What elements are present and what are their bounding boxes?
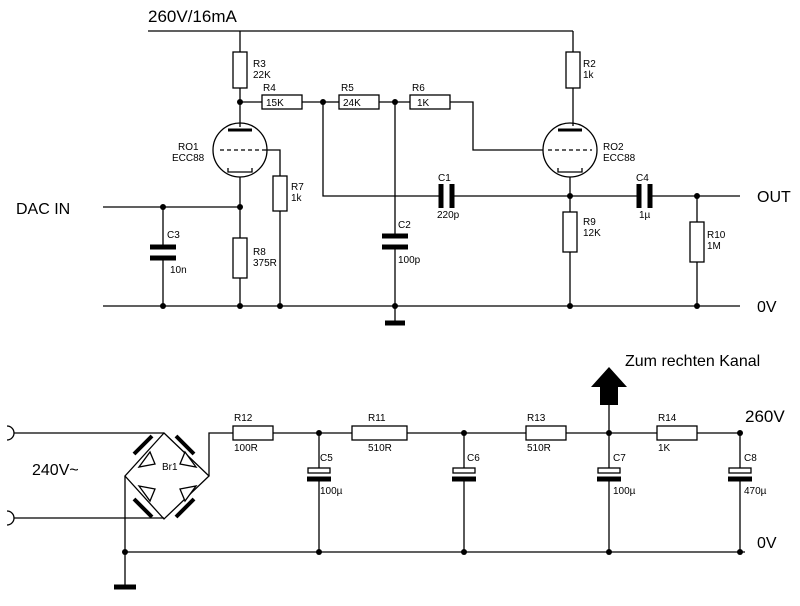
zero-volt-top-label: 0V [757,299,777,316]
r11-value: 510R [368,443,392,454]
r12-resistor: R12 100R [232,413,352,454]
r13-ref: R13 [527,413,546,424]
r5-value: 24K [343,98,361,109]
c4-ref: C4 [636,173,649,184]
c2-capacitor: C2 100p [382,102,421,326]
c1-capacitor: C1 220p [437,173,572,221]
c5-value: 100µ [320,486,343,497]
c8-value: 470µ [744,486,767,497]
r4-resistor: R4 15K [240,83,323,110]
junction-dot [567,303,573,309]
c1-ref: C1 [438,173,451,184]
r3-ref: R3 [253,59,266,70]
right-channel-arrow: Zum rechten Kanal [591,353,760,433]
c3-ref: C3 [167,230,180,241]
r8-value: 375R [253,258,277,269]
c8-capacitor: C8 470µ [728,433,767,552]
r7-ref: R7 [291,182,304,193]
c1-value: 220p [437,210,460,221]
junction-dot [316,549,322,555]
c6-capacitor: C6 [452,433,480,552]
ro1-tube: RO1 ECC88 [172,122,281,207]
c2-ref: C2 [398,220,411,231]
right-channel-label: Zum rechten Kanal [625,353,760,370]
r6-resistor: R6 1K [409,83,543,151]
c6-ref: C6 [467,453,480,464]
dac-input: DAC IN [16,201,240,218]
r13-resistor: R13 510R [525,413,657,454]
c3-value: 10n [170,265,187,276]
r2-ref: R2 [583,59,596,70]
c7-value: 100µ [613,486,636,497]
c5-capacitor: C5 100µ [307,433,343,552]
r3-resistor: R3 22K [232,31,271,127]
r5-ref: R5 [341,83,354,94]
junction-dot [277,303,283,309]
junction-dot [737,549,743,555]
r11-resistor: R11 510R [351,413,526,454]
r8-resistor: R8 375R [232,207,277,306]
r14-value: 1K [658,443,671,454]
r14-ref: R14 [658,413,677,424]
r12-ref: R12 [234,413,253,424]
r13-value: 510R [527,443,551,454]
r9-ref: R9 [583,217,596,228]
c4-capacitor: C4 1µ [570,173,740,221]
dac-in-label: DAC IN [16,201,70,218]
hv-rail: 260V/16mA [148,7,573,32]
r6-value: 1K [417,98,430,109]
c7-capacitor: C7 100µ [597,433,636,552]
ro2-type: ECC88 [603,153,636,164]
r14-resistor: R14 1K 260V [656,407,785,454]
r10-ref: R10 [707,230,726,241]
junction-dot [392,303,398,309]
r2-value: 1k [583,70,595,81]
bridge-rectifier: Br1 [114,432,233,590]
ro1-type: ECC88 [172,153,205,164]
r8-ref: R8 [253,247,266,258]
feedback-wire [322,102,439,197]
r9-resistor: R9 12K [562,211,601,306]
c4-value: 1µ [639,210,651,221]
c8-ref: C8 [744,453,757,464]
out-label: OUT [757,189,791,206]
zero-volt-bottom-label: 0V [757,535,777,552]
r12-value: 100R [234,443,258,454]
ground-rail-bottom: 0V [125,535,777,553]
hv-rail-label: 260V/16mA [148,7,237,26]
ac-voltage-label: 240V~ [32,462,79,479]
c7-ref: C7 [613,453,626,464]
r11-ref: R11 [368,413,386,424]
ro2-ref: RO2 [603,142,624,153]
junction-dot [237,303,243,309]
junction-dot [461,549,467,555]
ro1-ref: RO1 [178,142,199,153]
ground-rail-top: 0V [103,299,777,316]
c2-value: 100p [398,255,421,266]
r7-value: 1k [291,193,303,204]
junction-dot [694,303,700,309]
r7-resistor: R7 1k [272,175,304,306]
r5-resistor: R5 24K [323,83,410,110]
junction-dot [160,303,166,309]
ro2-tube: RO2 ECC88 [542,122,636,212]
r3-value: 22K [253,70,271,81]
r2-resistor: R2 1k [565,31,596,126]
r6-ref: R6 [412,83,425,94]
r4-value: 15K [266,98,284,109]
b-plus-label: 260V [745,407,785,426]
junction-dot [606,549,612,555]
c3-capacitor: C3 10n [150,207,187,306]
r4-ref: R4 [263,83,276,94]
r10-resistor: R10 1M [689,196,726,306]
c5-ref: C5 [320,453,333,464]
br1-ref: Br1 [162,462,178,473]
r9-value: 12K [583,228,601,239]
r10-value: 1M [707,241,721,252]
ac-input: 240V~ [6,425,164,526]
